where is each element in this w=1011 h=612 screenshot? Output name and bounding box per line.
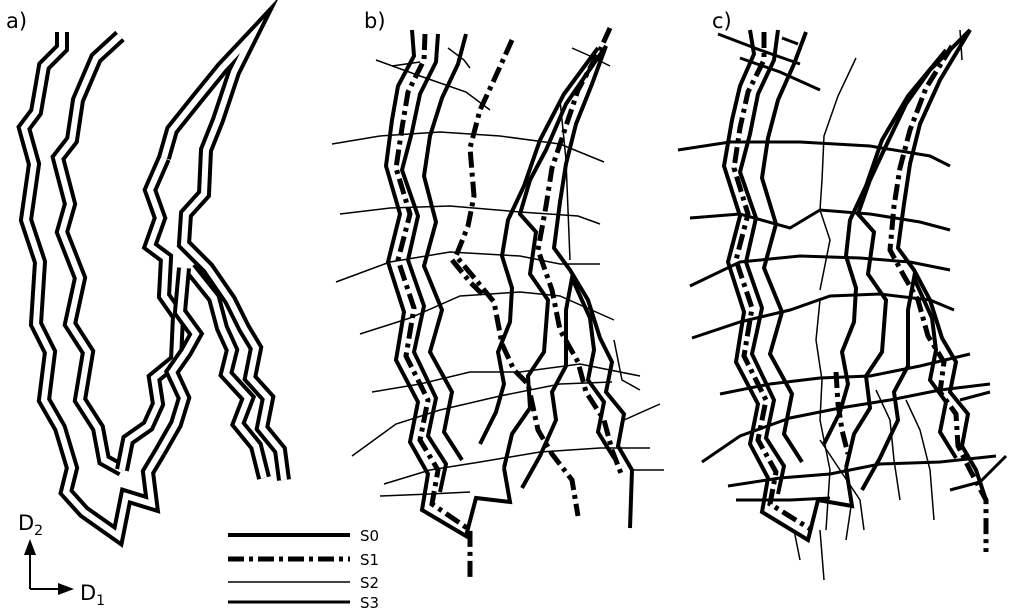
panel-c-s0-layers (724, 30, 986, 540)
d1-axis-label: D1 (80, 581, 105, 609)
d1-arrow-icon (58, 583, 74, 595)
panel-b-label: b) (364, 9, 386, 33)
legend-s2-label: S2 (360, 574, 379, 592)
legend-s1-label: S1 (360, 551, 379, 569)
legend-s0-label: S0 (360, 527, 379, 545)
panel-a-layer-outlines (24, 32, 284, 536)
panel-b-s0-layers (386, 30, 632, 536)
d2-axis-label: D2 (18, 511, 43, 539)
panel-b-s2-crosslines (332, 48, 664, 496)
legend-s3-label: S3 (360, 594, 379, 612)
panel-c-label: c) (712, 9, 732, 33)
panel-a-label: a) (6, 9, 27, 33)
panel-c-s3-crosslines (678, 34, 1006, 500)
panel-a: a) (6, 9, 284, 536)
panel-b: b) (332, 9, 664, 578)
legend: S0 S1 S2 S3 (228, 527, 379, 612)
panel-c: c) (678, 9, 1006, 580)
d2-arrow-icon (24, 539, 36, 555)
